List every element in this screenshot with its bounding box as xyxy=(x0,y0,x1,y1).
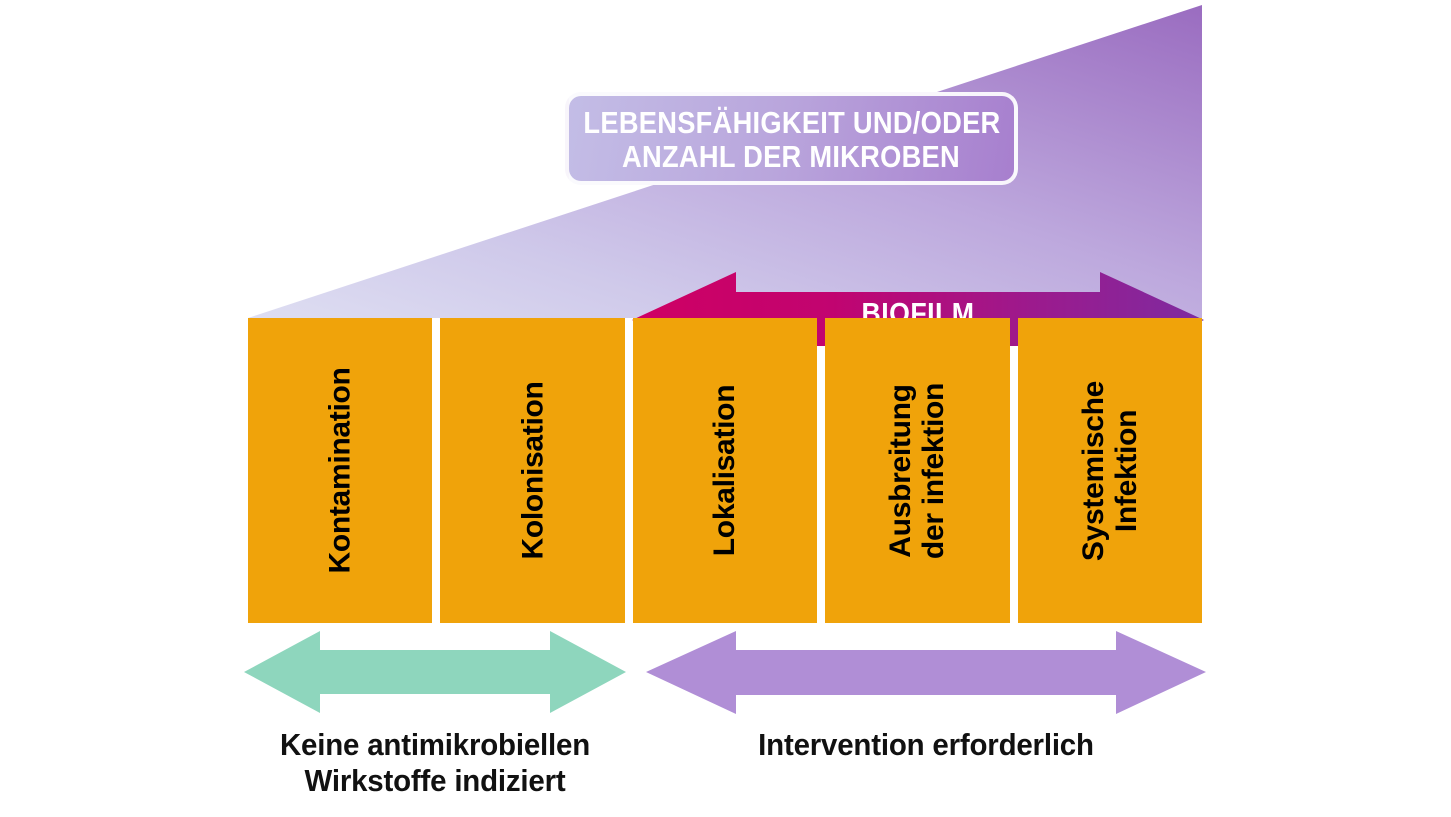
stage-box-label: Kontamination xyxy=(324,367,357,573)
stage-box-label: Ausbreitung der infektion xyxy=(884,382,950,558)
stage-label-line-1: Systemische xyxy=(1076,380,1110,561)
stage-box-lokalisation[interactable]: Lokalisation xyxy=(632,318,818,623)
title-line-2: ANZAHL DER MIKROBEN xyxy=(622,138,961,174)
stage-box-ausbreitung-der-infektion[interactable]: Ausbreitung der infektion xyxy=(825,318,1010,623)
stage-label-line-1: Lokalisation xyxy=(708,384,742,557)
title-banner: LEBENSFÄHIGKEIT UND/ODER ANZAHL DER MIKR… xyxy=(565,92,1018,185)
stage-box-systemische-infektion[interactable]: Systemische Infektion xyxy=(1017,318,1203,623)
caption-line-1: Intervention erforderlich xyxy=(758,727,1094,762)
title-line-1: LEBENSFÄHIGKEIT UND/ODER xyxy=(582,104,1001,140)
stage-box-label: Lokalisation xyxy=(709,385,742,556)
intervention-required-arrow xyxy=(646,631,1206,714)
stage-label-line-1: Ausbreitung xyxy=(884,383,918,558)
caption-line-1: Keine antimikrobiellen xyxy=(279,727,591,762)
stage-label-line-2: Infektion xyxy=(1109,409,1143,532)
stage-box-row: Kontamination Kolonisation Lokalisation … xyxy=(248,318,1203,623)
stage-box-kontamination[interactable]: Kontamination xyxy=(248,318,433,623)
stage-label-line-1: Kolonisation xyxy=(516,381,550,560)
stage-box-kolonisation[interactable]: Kolonisation xyxy=(440,318,625,623)
caption-intervention-required: Intervention erforderlich xyxy=(660,727,1192,763)
stage-box-label: Systemische Infektion xyxy=(1077,380,1143,560)
stage-label-line-2: der infektion xyxy=(917,382,951,559)
no-antimicrobials-arrow xyxy=(244,631,626,713)
stage-box-label: Kolonisation xyxy=(516,381,549,559)
stage-label-line-1: Kontamination xyxy=(323,367,357,574)
caption-no-antimicrobials: Keine antimikrobiellen Wirkstoffe indizi… xyxy=(240,727,630,799)
caption-line-2: Wirkstoffe indiziert xyxy=(304,763,566,798)
